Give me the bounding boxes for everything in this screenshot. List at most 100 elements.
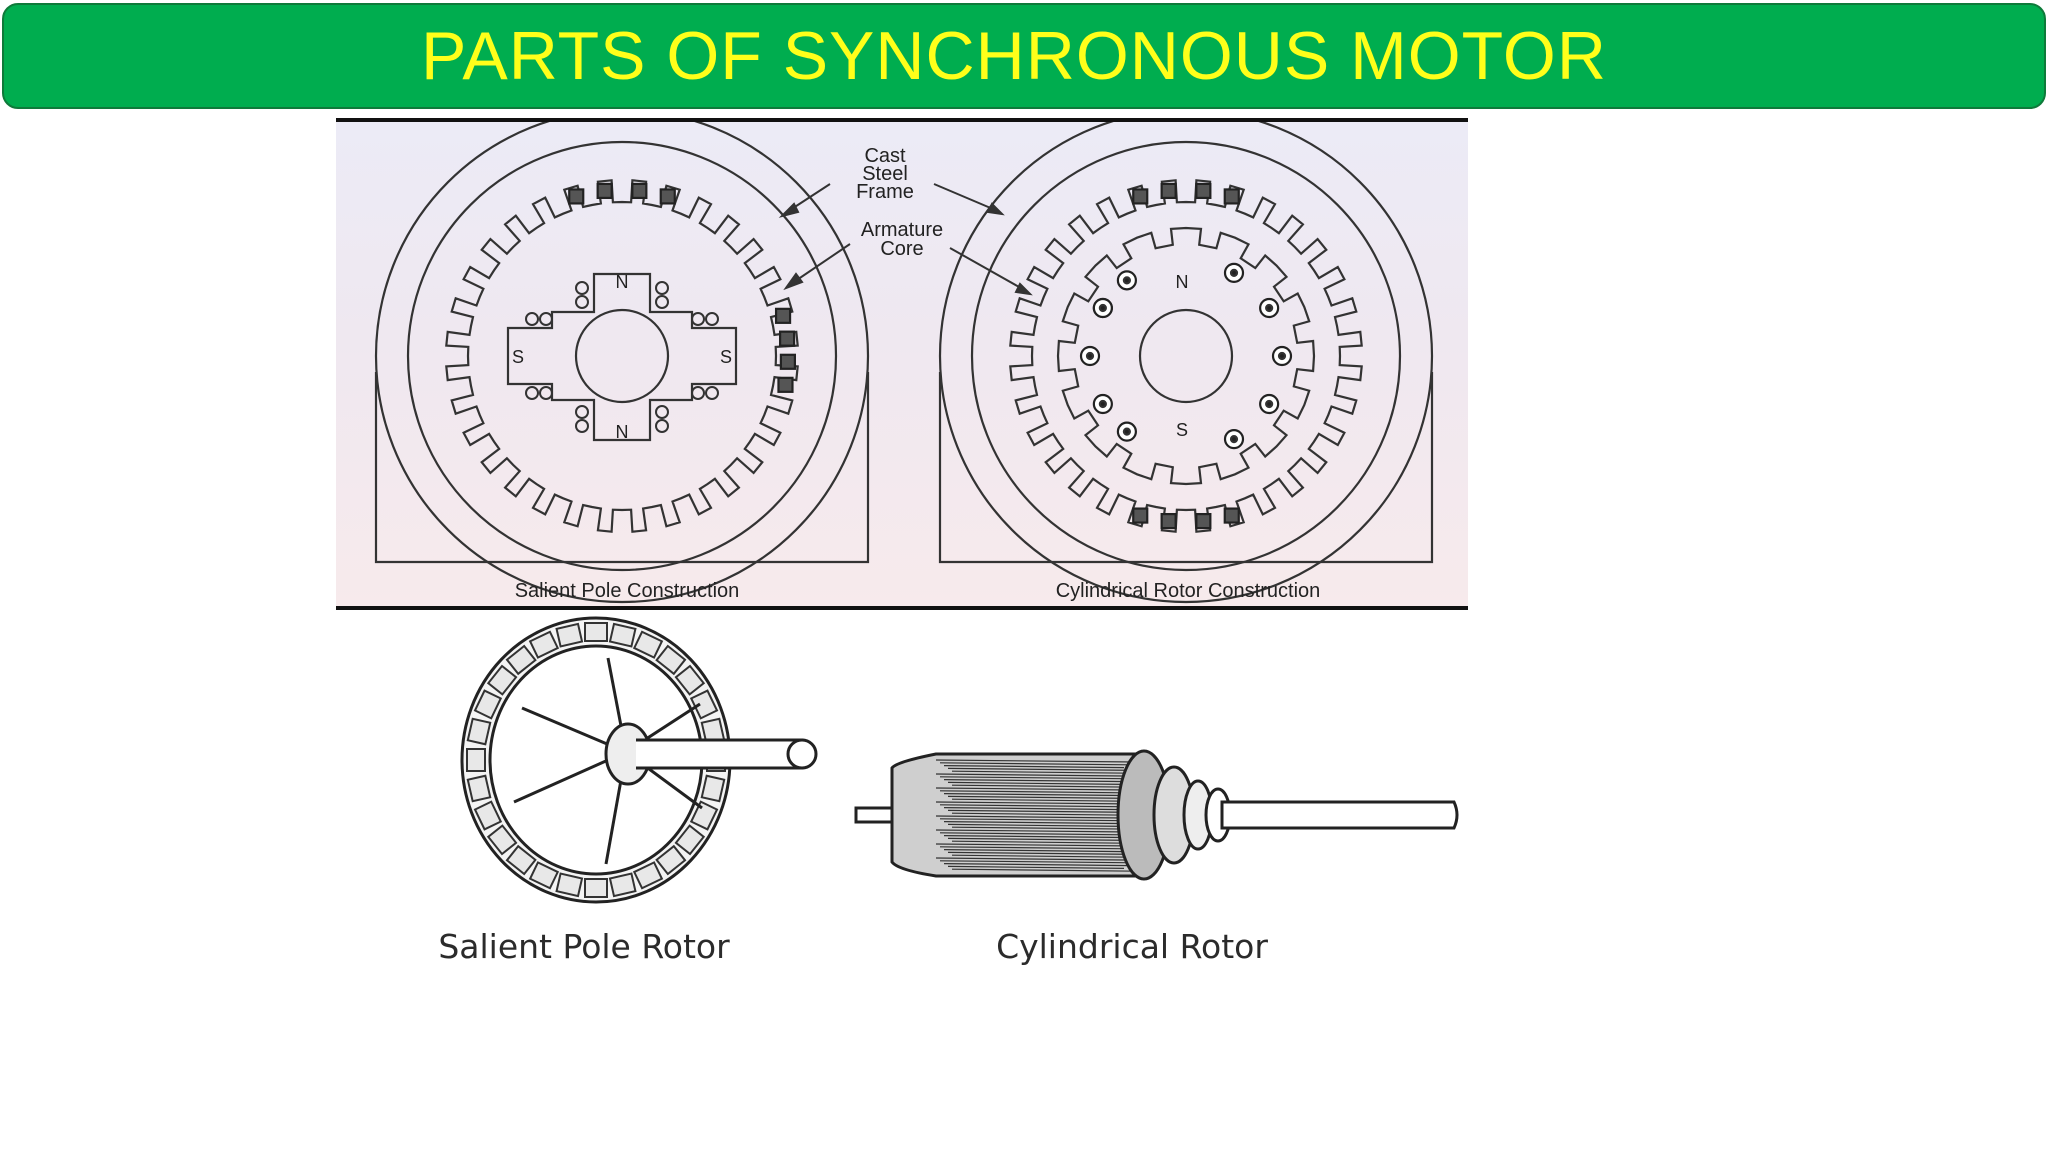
pole-block xyxy=(632,861,664,890)
pole-block xyxy=(689,800,719,831)
left-pole-s-left: S xyxy=(512,347,524,367)
salient-pole-rotor-caption: Salient Pole Rotor xyxy=(438,927,730,966)
right-stator-teeth xyxy=(1009,179,1363,533)
stator-construction-diagram: Cast Steel Frame Armature Core N N S S N… xyxy=(336,118,1468,610)
pole-block xyxy=(632,630,664,659)
winding-line xyxy=(935,815,1125,819)
winding-line xyxy=(951,868,1137,872)
pole-block xyxy=(473,800,503,831)
winding-line xyxy=(947,851,1137,855)
slide-title: PARTS OF SYNCHRONOUS MOTOR xyxy=(421,18,1607,94)
pole-block xyxy=(486,664,518,696)
pole-block xyxy=(555,622,584,648)
left-pole-n-bottom: N xyxy=(616,422,629,442)
winding-line xyxy=(939,860,1137,864)
left-armature-conductors xyxy=(568,182,796,393)
winding-line xyxy=(951,770,1131,774)
rotor-illustrations: Salient Pole Rotor Cylindrical Rotor xyxy=(336,612,1468,1012)
title-banner: PARTS OF SYNCHRONOUS MOTOR xyxy=(2,3,2046,109)
conductor-slot xyxy=(568,188,585,205)
pole-block xyxy=(608,872,637,898)
cylindrical-rotor-drawing xyxy=(854,749,1459,881)
winding-line xyxy=(943,765,1125,769)
conductor-dot xyxy=(1122,276,1131,285)
label-armature: Armature xyxy=(861,219,943,241)
conductor-dot xyxy=(1122,427,1131,436)
winding-line xyxy=(947,781,1125,785)
winding-line xyxy=(935,857,1125,861)
right-armature-conductors xyxy=(1132,182,1240,530)
pole-block xyxy=(674,664,706,696)
winding-line xyxy=(951,826,1137,830)
conductor-slot xyxy=(1195,512,1212,530)
pole-block xyxy=(655,644,687,676)
conductor-slot xyxy=(774,307,792,324)
winding-line xyxy=(951,798,1125,802)
winding-line xyxy=(939,790,1125,794)
cylindrical-rotor-caption: Cylindrical Rotor xyxy=(996,927,1268,966)
construction-drawing: Cast Steel Frame Armature Core N N S S N… xyxy=(374,122,1434,604)
winding-line xyxy=(939,804,1131,808)
pole-block xyxy=(555,872,584,898)
right-pole-n: N xyxy=(1176,272,1189,292)
label-steel: Steel xyxy=(862,163,908,185)
pole-block xyxy=(486,824,518,856)
left-machine xyxy=(374,122,870,604)
cylindrical-rotor-body xyxy=(1056,226,1316,486)
pole-block xyxy=(466,774,492,803)
pole-block xyxy=(528,630,560,659)
conductor-dot xyxy=(1265,303,1274,313)
rotor-pole-blocks xyxy=(466,622,726,898)
winding-line xyxy=(951,854,1131,858)
winding-line xyxy=(935,787,1131,791)
pole-block xyxy=(466,748,486,772)
winding-line xyxy=(939,832,1125,836)
winding-line xyxy=(947,865,1125,869)
winding-line xyxy=(947,767,1137,771)
conductor-slot xyxy=(779,353,796,370)
conductor-slot xyxy=(596,182,613,200)
winding-line xyxy=(947,809,1137,813)
conductor-dot xyxy=(1229,435,1239,444)
salient-pole-rotor-cross xyxy=(506,272,738,442)
pole-block xyxy=(584,878,608,898)
conductor-slot xyxy=(1223,507,1240,524)
winding-line xyxy=(935,759,1137,763)
conductor-dot xyxy=(1085,351,1095,361)
winding-line xyxy=(947,837,1131,841)
conductor-slot xyxy=(1132,507,1149,524)
pole-block xyxy=(466,717,492,746)
rotor-winding-lines xyxy=(935,759,1137,872)
winding-line xyxy=(939,846,1131,850)
conductor-slot xyxy=(1160,182,1177,200)
left-pole-n-top: N xyxy=(616,272,629,292)
rotor-shaft xyxy=(636,738,804,770)
winding-line xyxy=(943,793,1137,797)
label-arrows xyxy=(778,183,1033,296)
pole-block xyxy=(584,622,608,642)
pole-block xyxy=(655,844,687,876)
winding-line xyxy=(951,840,1125,844)
pole-block xyxy=(700,774,726,803)
winding-line xyxy=(951,812,1131,816)
cylindrical-rotor-construction-caption: Cylindrical Rotor Construction xyxy=(1056,580,1321,602)
left-stator-teeth xyxy=(445,179,799,533)
conductor-slot xyxy=(1223,188,1240,205)
pole-block xyxy=(505,844,537,876)
right-machine xyxy=(938,122,1434,604)
winding-line xyxy=(939,818,1137,822)
winding-line xyxy=(935,829,1131,833)
winding-line xyxy=(943,807,1125,811)
conductor-slot xyxy=(777,376,794,393)
conductor-slot xyxy=(631,182,648,200)
label-cast: Cast xyxy=(864,145,906,167)
conductor-slot xyxy=(778,330,796,347)
winding-line xyxy=(943,821,1131,825)
conductor-dot xyxy=(1098,399,1107,409)
label-core: Core xyxy=(880,238,923,260)
winding-line xyxy=(939,762,1131,766)
conductor-dot xyxy=(1265,399,1274,409)
salient-pole-construction-caption: Salient Pole Construction xyxy=(515,580,740,602)
pole-block xyxy=(505,644,537,676)
winding-line xyxy=(947,823,1125,827)
